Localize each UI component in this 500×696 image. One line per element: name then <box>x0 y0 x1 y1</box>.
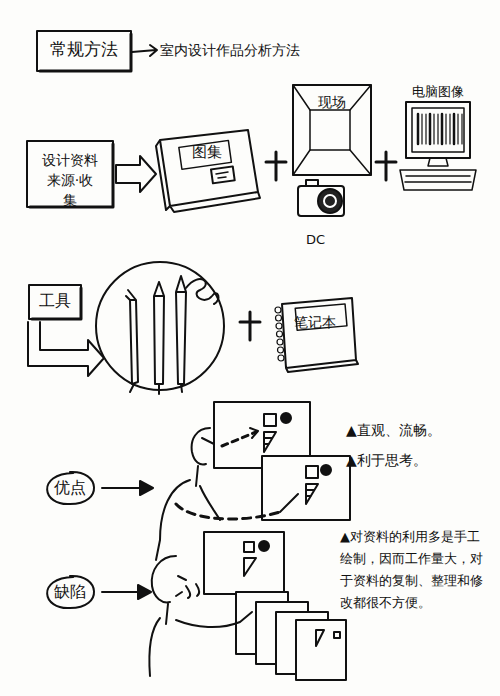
arrow <box>102 487 140 489</box>
arrow <box>102 591 138 593</box>
site-frame: 现场 <box>292 84 372 176</box>
node-text: 现场 <box>292 92 372 112</box>
node-text: 图集 <box>152 142 262 163</box>
book-outline <box>152 126 262 212</box>
note-text: DC <box>306 230 346 250</box>
source-box: 设计资料 来源·收集 <box>26 140 114 208</box>
notebook: 笔记本 <box>272 296 358 372</box>
viewer-illustration <box>156 402 350 560</box>
hollow-arrow-connector <box>116 156 156 192</box>
node-text: 优点 <box>38 477 102 499</box>
node-text: 缺陷 <box>38 581 102 603</box>
note-text: ▲对资料的利用多是手工绘制，因而工作量大，对于资料的复制、整理和修改都很不方便。 <box>340 526 492 614</box>
plus-sign <box>240 312 260 340</box>
node-text: 笔记本 <box>272 312 358 332</box>
arrow-head <box>138 585 151 599</box>
note-text: ▲直观、流畅。 <box>346 420 486 440</box>
node-text: 工具 <box>28 290 82 312</box>
connector-shape <box>116 156 156 192</box>
plus-sign <box>266 152 286 180</box>
merit-oval: 优点 <box>38 470 102 506</box>
atlas-book: 图集 <box>152 126 262 212</box>
tools-box: 工具 <box>28 284 82 320</box>
camera <box>298 180 344 216</box>
hollow-arrow <box>28 322 104 376</box>
defect-oval: 缺陷 <box>38 574 102 610</box>
pens-circle <box>96 262 224 394</box>
worker-illustration <box>149 532 346 680</box>
node-text: 设计资料 来源·收集 <box>40 150 100 210</box>
plus-sign <box>376 152 396 180</box>
arrow <box>132 45 157 56</box>
method-box: 常规方法 <box>36 30 132 72</box>
notebook-outline <box>272 296 358 372</box>
arrow-head <box>140 481 153 495</box>
note-text: 室内设计作品分析方法 <box>160 40 420 60</box>
node-text: 常规方法 <box>36 38 132 61</box>
computer: 电脑图像 <box>398 82 478 194</box>
note-text: ▲利于思考。 <box>346 450 486 470</box>
node-text: 电脑图像 <box>398 82 478 101</box>
